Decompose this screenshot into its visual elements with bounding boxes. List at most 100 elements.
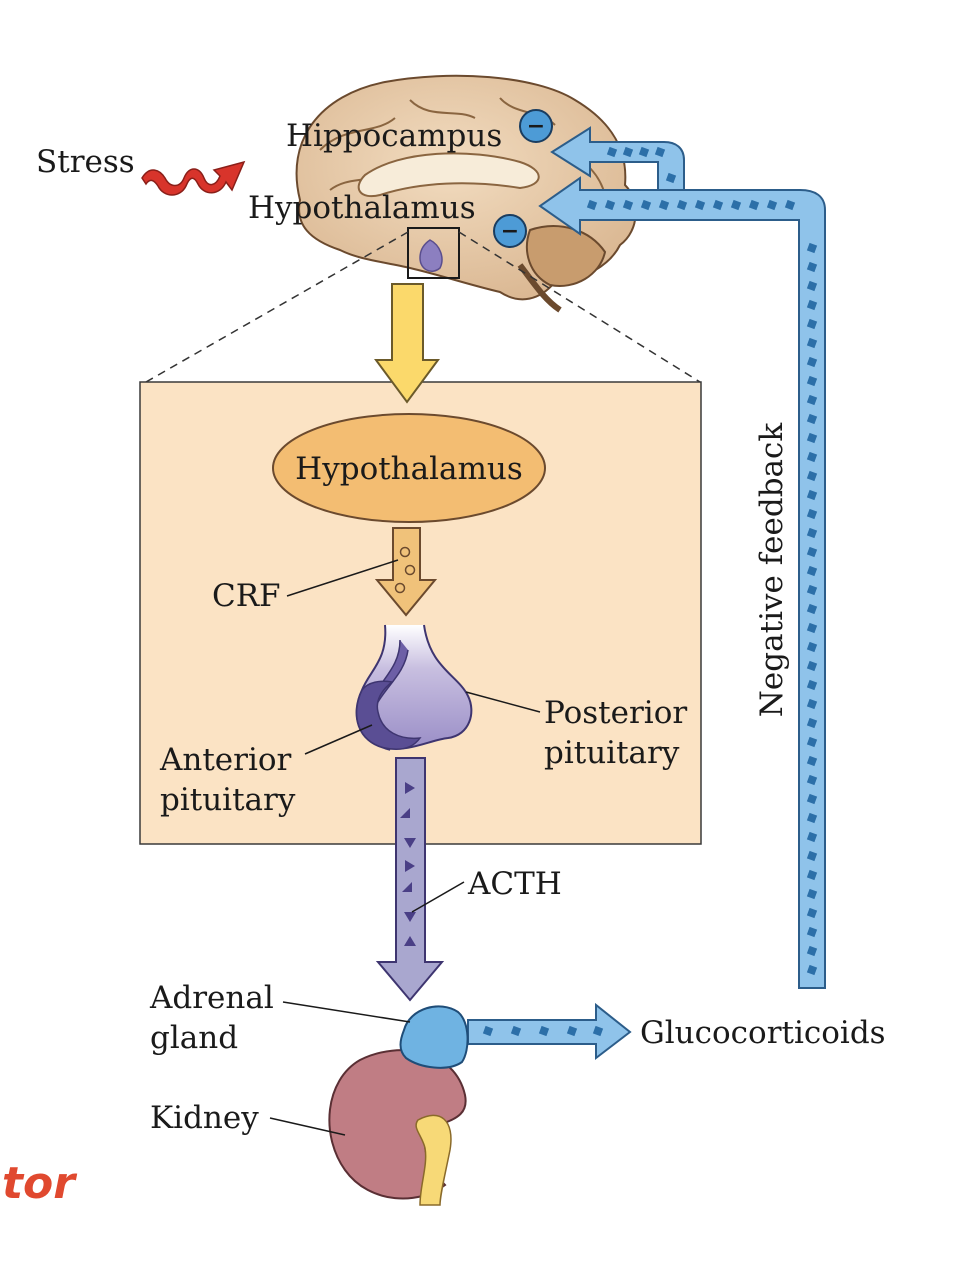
anterior-pituitary-label-1: Anterior — [159, 742, 292, 778]
zoom-line-left — [145, 231, 409, 383]
glucocorticoid-molecule — [604, 199, 616, 211]
glucocorticoid-molecule — [806, 470, 818, 482]
crf-molecule — [394, 582, 406, 594]
glucocorticoid-molecule — [654, 146, 666, 158]
glucocorticoid-molecule — [586, 199, 598, 211]
adrenal-gland — [399, 1005, 469, 1069]
kidney-leader — [269, 1117, 346, 1136]
glucocorticoid-molecule — [806, 926, 818, 938]
posterior-pituitary-label-2: pituitary — [544, 735, 680, 771]
glucocorticoid-molecule — [806, 717, 818, 729]
glucocorticoid-output-molecules — [482, 1025, 604, 1037]
glucocorticoid-molecule — [806, 641, 818, 653]
glucocorticoid-molecule — [638, 146, 650, 158]
hippocampus-label: Hippocampus — [286, 118, 502, 154]
glucocorticoid-molecule — [748, 199, 760, 211]
glucocorticoid-molecule — [806, 375, 818, 387]
crf-label: CRF — [212, 578, 281, 614]
adrenal-gland-label-1: Adrenal — [149, 980, 274, 1016]
hypothalamus-node — [272, 413, 546, 523]
glucocorticoid-molecule — [806, 698, 818, 710]
feedback-branch-hippocampus — [550, 126, 685, 191]
glucocorticoid-molecule — [766, 199, 778, 211]
glucocorticoid-molecule — [806, 261, 818, 273]
glucocorticoid-molecule — [806, 793, 818, 805]
adrenal-gland-label-2: gland — [150, 1020, 238, 1056]
crf-leader — [286, 559, 399, 597]
glucocorticoid-molecule — [606, 146, 618, 158]
glucocorticoid-molecules — [586, 146, 818, 976]
glucocorticoids-arrow — [467, 1002, 632, 1061]
glucocorticoid-molecule — [806, 603, 818, 615]
glucocorticoid-molecule — [784, 199, 796, 211]
glucocorticoid-molecule — [806, 679, 818, 691]
crf-molecule — [399, 546, 411, 558]
glucocorticoid-molecule — [806, 337, 818, 349]
hypothalamus-box-label: Hypothalamus — [295, 451, 523, 487]
negative-feedback-arrow — [538, 176, 826, 989]
glucocorticoid-molecule — [806, 356, 818, 368]
glucocorticoid-molecule — [806, 584, 818, 596]
glucocorticoid-molecule — [622, 146, 634, 158]
zoom-line-right — [458, 231, 701, 383]
glucocorticoid-molecule — [806, 850, 818, 862]
svg-text:−: − — [527, 114, 545, 139]
adrenal-leader — [282, 1001, 411, 1023]
glucocorticoid-molecule — [806, 755, 818, 767]
glucocorticoid-molecule — [806, 660, 818, 672]
acth-arrow — [375, 757, 445, 1002]
glucocorticoid-molecule — [806, 907, 818, 919]
posterior-leader — [465, 691, 541, 713]
glucocorticoid-molecule — [806, 964, 818, 976]
glucocorticoid-molecule — [806, 622, 818, 634]
glucocorticoid-molecule — [806, 945, 818, 957]
hypothalamus-brain-label: Hypothalamus — [248, 190, 476, 226]
glucocorticoid-molecule — [806, 489, 818, 501]
glucocorticoid-molecule — [806, 546, 818, 558]
glucocorticoid-molecule — [694, 199, 706, 211]
glucocorticoid-molecule — [806, 565, 818, 577]
glucocorticoid-molecule — [806, 869, 818, 881]
glucocorticoid-molecule — [806, 280, 818, 292]
glucocorticoid-molecule — [806, 831, 818, 843]
glucocorticoid-molecule — [658, 199, 670, 211]
glucocorticoids-label: Glucocorticoids — [640, 1015, 886, 1051]
glucocorticoid-molecule — [806, 413, 818, 425]
kidney — [328, 1049, 467, 1206]
anterior-pituitary-label-2: pituitary — [160, 782, 296, 818]
pituitary-gland — [355, 624, 473, 751]
acth-label: ACTH — [467, 866, 562, 902]
glucocorticoid-molecule — [806, 242, 818, 254]
crf-molecule — [404, 564, 416, 576]
watermark: tor — [2, 1158, 77, 1209]
glucocorticoid-molecule — [712, 199, 724, 211]
glucocorticoid-molecule — [676, 199, 688, 211]
glucocorticoid-molecule — [806, 774, 818, 786]
negative-feedback-label: Negative feedback — [754, 423, 790, 718]
stress-arrow — [141, 160, 246, 196]
glucocorticoid-molecule — [806, 527, 818, 539]
posterior-pituitary-label-1: Posterior — [544, 695, 687, 731]
glucocorticoid-molecule — [806, 394, 818, 406]
glucocorticoid-molecule — [806, 318, 818, 330]
yellow-down-arrow — [374, 283, 440, 404]
stress-label: Stress — [36, 144, 135, 180]
glucocorticoid-molecule — [806, 888, 818, 900]
svg-text:−: − — [501, 219, 519, 244]
inhibit-hypothalamus-icon: − — [493, 214, 527, 248]
acth-molecules — [400, 782, 416, 946]
glucocorticoid-molecule — [640, 199, 652, 211]
glucocorticoid-molecule — [806, 299, 818, 311]
glucocorticoid-molecule — [806, 736, 818, 748]
inset-marker — [407, 227, 460, 279]
glucocorticoid-molecule — [806, 451, 818, 463]
glucocorticoid-molecule — [806, 508, 818, 520]
kidney-label: Kidney — [150, 1100, 259, 1136]
glucocorticoid-molecule — [806, 812, 818, 824]
glucocorticoid-molecule — [665, 172, 677, 184]
acth-leader — [411, 881, 465, 913]
inhibit-hippocampus-icon: − — [519, 109, 553, 143]
glucocorticoid-molecule — [622, 199, 634, 211]
anterior-leader — [304, 724, 373, 755]
